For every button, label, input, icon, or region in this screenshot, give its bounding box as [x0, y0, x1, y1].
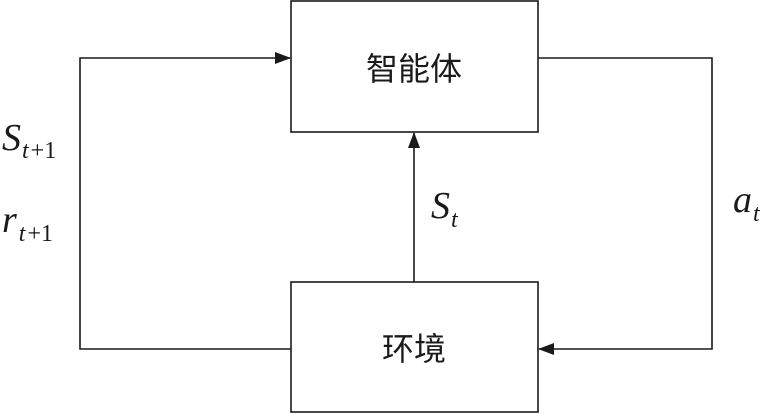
next-reward-label: rt+1 [2, 199, 53, 247]
agent-label: 智能体 [366, 50, 462, 88]
next-state-label: St+1 [2, 117, 56, 164]
environment-label: 环境 [382, 330, 446, 368]
action-arrow [538, 57, 713, 355]
feedback-arrow [79, 52, 291, 350]
action-t-label: at [733, 179, 761, 227]
state-t-label: St [431, 185, 459, 233]
